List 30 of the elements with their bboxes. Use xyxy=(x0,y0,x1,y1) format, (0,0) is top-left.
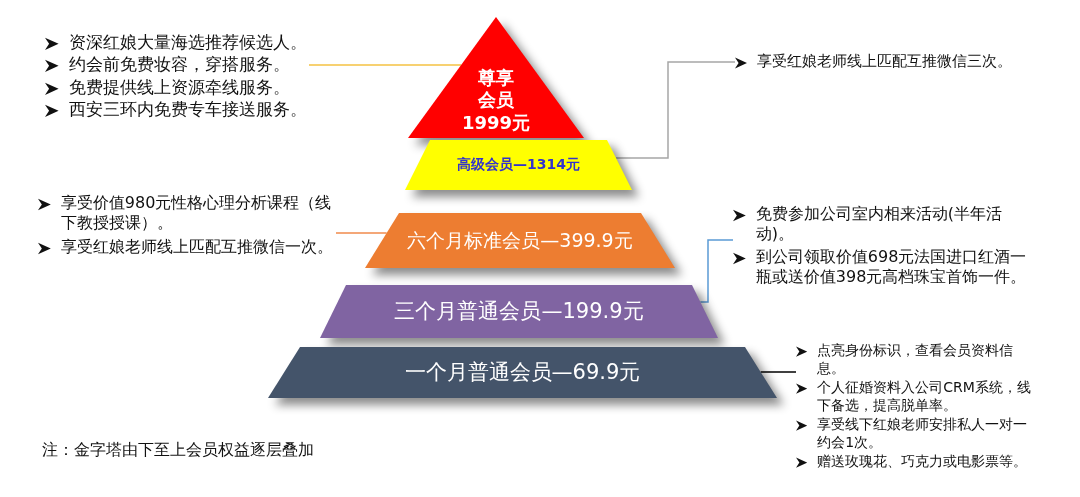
list-item-text: 资深红娘大量海选推荐候选人。 xyxy=(68,32,308,54)
list-item-text: 个人征婚资料入公司CRM系统，线下备选，提高脱单率。 xyxy=(817,379,1032,414)
leader-line xyxy=(699,239,734,303)
list-item-text: 约会前免费妆容，穿搭服务。 xyxy=(68,54,291,76)
tier-label: 1999元 xyxy=(461,111,531,134)
list-item-text: 赠送玫瑰花、巧克力或电影票等。 xyxy=(817,453,1029,471)
leader-line xyxy=(308,64,462,66)
leader-line xyxy=(759,371,797,373)
list-item-text: 到公司领取价值698元法国进口红酒一瓶或送价值398元高档珠宝首饰一件。 xyxy=(755,247,1028,287)
tier-label: 尊享会员 xyxy=(477,66,515,112)
leader-line xyxy=(335,232,388,234)
pyramid-tier xyxy=(268,347,777,398)
list-item-text: 免费参加公司室内相来活动(半年活动)。 xyxy=(755,204,1004,244)
list-item-text: 西安三环内免费专车接送服务。 xyxy=(68,98,308,120)
pyramid-tier xyxy=(320,285,718,338)
list-item-text: 享受红娘老师线上匹配互推微信一次。 xyxy=(60,237,334,257)
list-item-text: 享受红娘老师线上匹配互推微信三次。 xyxy=(757,52,1013,71)
tier-label: 高级会员—1314元 xyxy=(457,156,580,174)
pyramid-tier xyxy=(408,17,584,138)
pyramid-tier xyxy=(405,140,632,190)
footnote: 注：金字塔由下至上会员权益逐层叠加 xyxy=(42,440,314,461)
pyramid-tier xyxy=(365,213,675,268)
leader-line xyxy=(615,61,736,159)
tier-label: 三个月普通会员—199.9元 xyxy=(394,298,644,325)
tier-label: 一个月普通会员—69.9元 xyxy=(404,359,641,386)
list-item-text: 免费提供线上资源牵线服务。 xyxy=(68,76,291,98)
list-item-text: 享受价值980元性格心理分析课程（线下教授授课）。 xyxy=(60,193,333,233)
tier-label: 六个月标准会员—399.9元 xyxy=(407,228,633,253)
list-item-text: 点亮身份标识，查看会员资料信息。 xyxy=(817,342,1015,377)
list-item-text: 享受线下红娘老师安排私人一对一约会1次。 xyxy=(817,416,1029,451)
